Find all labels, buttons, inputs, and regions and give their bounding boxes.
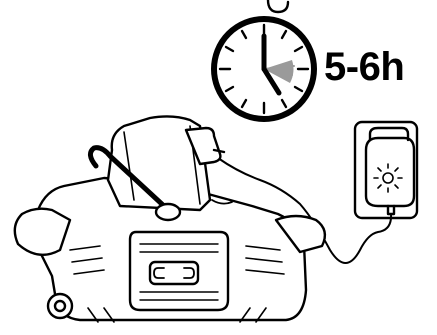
cropped-text-fragment (266, 0, 290, 14)
pool-robot-cleaner-icon (13, 115, 327, 323)
wall-charger-icon (353, 120, 419, 220)
charging-indicator-light-icon (373, 163, 403, 193)
power-cable (217, 157, 393, 264)
clock-icon (211, 16, 317, 122)
charge-duration-label: 5-6h (324, 45, 405, 89)
